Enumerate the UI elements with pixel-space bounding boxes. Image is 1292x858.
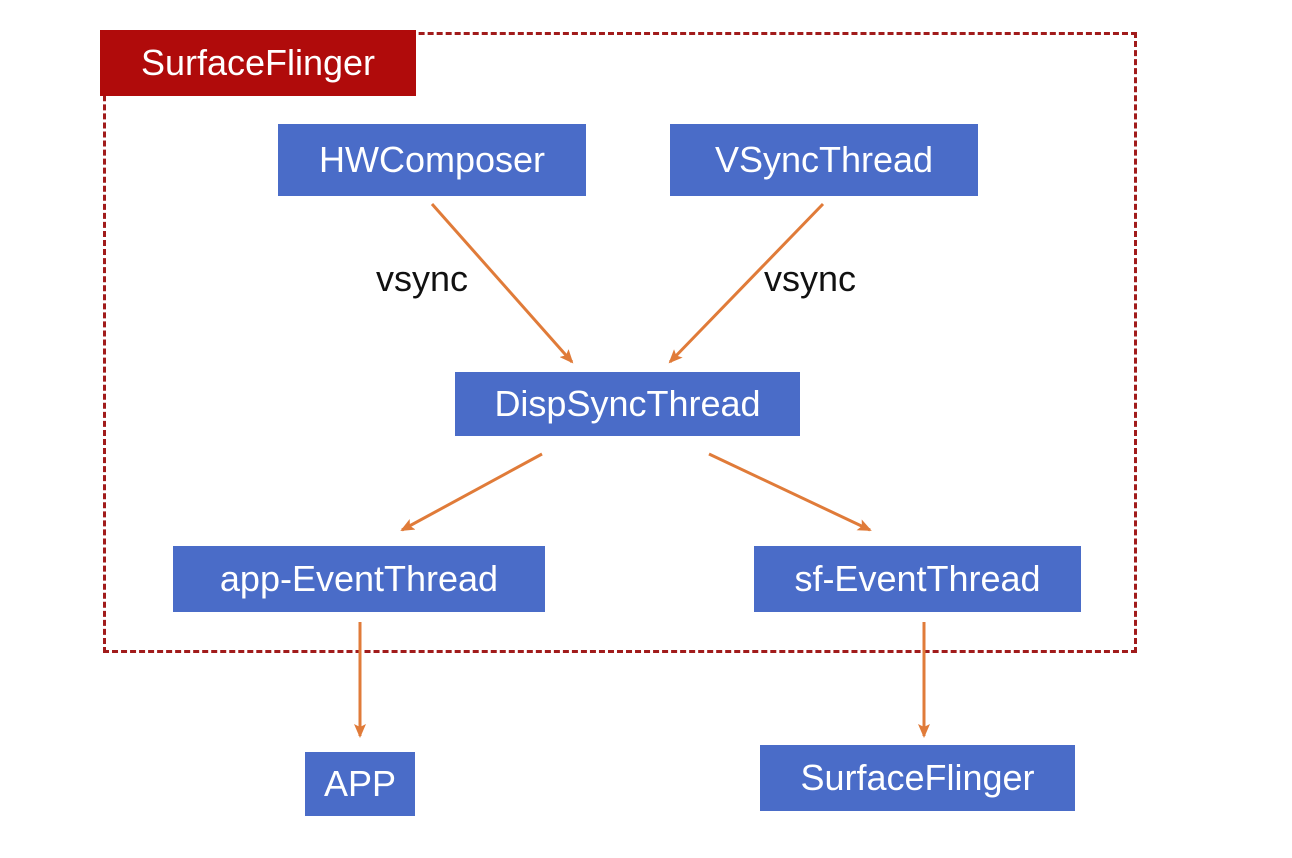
edge-label-vsync-left: vsync <box>376 258 469 299</box>
node-surfaceflinger: SurfaceFlinger <box>760 745 1075 811</box>
node-vsyncthread: VSyncThread <box>670 124 978 196</box>
edge-hwcomposer-to-dispsync <box>430 203 574 364</box>
edge-dispsync-to-sf-eventthread <box>708 452 872 532</box>
node-app: APP <box>305 752 415 816</box>
edge-label-vsync-right: vsync <box>764 258 857 299</box>
surfaceflinger-boundary-label: SurfaceFlinger <box>100 30 416 96</box>
node-hwcomposer: HWComposer <box>278 124 586 196</box>
edge-dispsync-to-app-eventthread <box>400 452 543 532</box>
edge-vsyncthread-to-dispsync <box>668 202 825 364</box>
node-app-eventthread: app-EventThread <box>173 546 545 612</box>
node-sf-eventthread: sf-EventThread <box>754 546 1081 612</box>
node-dispsyncthread: DispSyncThread <box>455 372 800 436</box>
surfaceflinger-boundary <box>103 32 1137 653</box>
